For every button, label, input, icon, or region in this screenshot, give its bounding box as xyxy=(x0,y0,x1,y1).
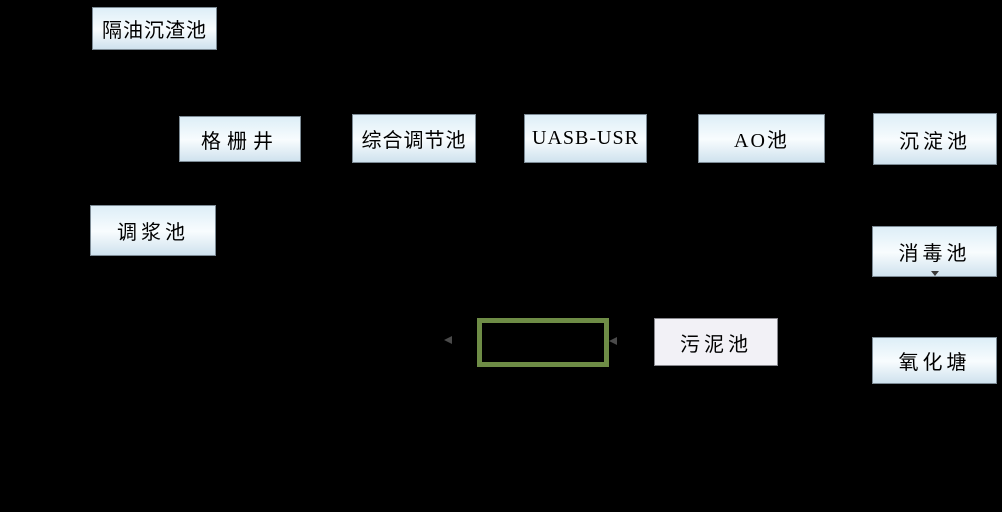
node-ao-tank: AO池 xyxy=(698,114,825,163)
node-disinfection-tank: 消毒池 xyxy=(872,226,997,277)
node-label: 氧化塘 xyxy=(898,352,971,374)
node-label: 调浆池 xyxy=(117,222,189,244)
node-bar-screen-well: 格栅井 xyxy=(179,116,301,162)
node-label: AO池 xyxy=(734,130,789,152)
node-unlabeled-buffer-box xyxy=(477,318,609,367)
node-oil-separation-settling-tank: 隔油沉渣池 xyxy=(92,7,217,50)
node-label: 污泥池 xyxy=(680,333,752,356)
node-label: 格栅井 xyxy=(201,130,279,153)
node-label: 消毒池 xyxy=(898,243,971,265)
arrowhead-icon xyxy=(931,271,939,276)
node-uasb-usr-reactor: UASB-USR xyxy=(524,114,647,163)
node-sedimentation-tank: 沉淀池 xyxy=(873,113,997,165)
node-label: UASB-USR xyxy=(532,127,639,149)
arrowhead-icon xyxy=(609,337,617,345)
node-oxidation-pond: 氧化塘 xyxy=(872,337,997,384)
node-sludge-tank: 污泥池 xyxy=(654,318,778,366)
node-label: 隔油沉渣池 xyxy=(102,20,207,42)
node-label: 沉淀池 xyxy=(899,130,971,153)
arrowhead-icon xyxy=(444,336,452,344)
node-combined-equalization-tank: 综合调节池 xyxy=(352,114,476,163)
node-slurry-mixing-tank: 调浆池 xyxy=(90,205,216,256)
node-label: 综合调节池 xyxy=(361,130,467,152)
